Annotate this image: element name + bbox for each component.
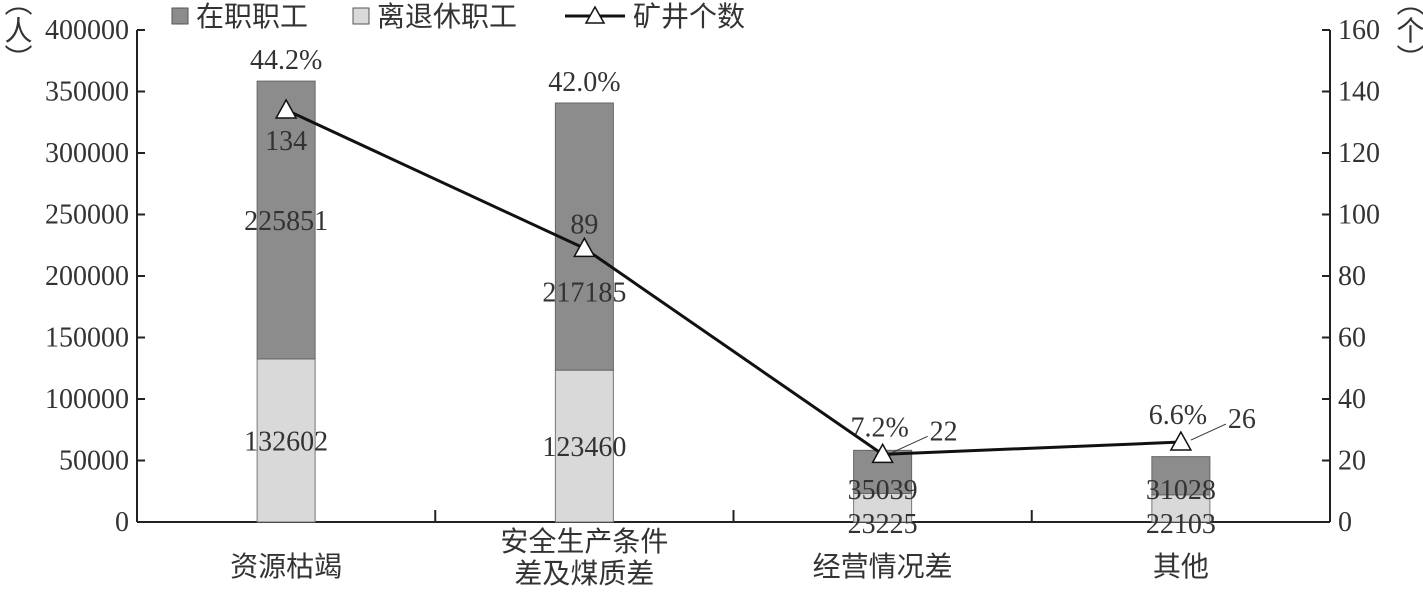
line-value-label: 134 — [265, 126, 307, 157]
left-tick-label: 400000 — [45, 15, 129, 46]
bar-retired — [1151, 494, 1211, 523]
left-tick-label: 150000 — [45, 323, 129, 354]
right-tick-label: 0 — [1338, 507, 1352, 538]
category-label: 经营情况差 — [813, 551, 953, 583]
bar-label-employed: 31028 — [1146, 475, 1216, 506]
left-tick-label: 0 — [115, 507, 129, 538]
leader-line — [892, 435, 928, 453]
bar-label-employed: 35039 — [848, 475, 918, 506]
bar-employed — [1151, 456, 1211, 496]
line-marker — [871, 442, 894, 464]
bar-label-retired: 23225 — [848, 509, 918, 540]
right-tick-label: 160 — [1338, 15, 1380, 46]
bar-employed — [256, 80, 316, 360]
right-tick-label: 120 — [1338, 138, 1380, 169]
left-tick-label: 300000 — [45, 138, 129, 169]
bar-retired — [256, 358, 316, 523]
bar-label-retired: 22103 — [1146, 509, 1216, 540]
category-label: 差及煤质差 — [514, 558, 654, 590]
left-tick-label: 100000 — [45, 384, 129, 415]
legend-swatch-employed — [171, 7, 189, 25]
right-tick-label: 20 — [1338, 446, 1366, 477]
legend-marker-triangle-icon — [584, 5, 606, 24]
category-label: 其他 — [1153, 551, 1209, 583]
line-mine-count — [285, 108, 1181, 456]
line-value-label: 26 — [1228, 404, 1256, 435]
right-tick-label: 100 — [1338, 200, 1380, 231]
right-tick-label: 40 — [1338, 384, 1366, 415]
leader-line — [1190, 423, 1227, 441]
category-label: 安全生产条件 — [500, 526, 668, 558]
line-marker — [274, 98, 298, 119]
line-marker — [1169, 430, 1193, 451]
legend-label-retired: 离退休职工 — [377, 1, 517, 33]
bar-employed — [554, 102, 614, 371]
left-tick-label: 200000 — [45, 261, 129, 292]
legend-swatch-retired — [352, 7, 370, 25]
category-label: 资源枯竭 — [230, 551, 342, 583]
percent-label: 6.6% — [1149, 400, 1207, 431]
line-marker — [573, 236, 596, 258]
line-value-label: 22 — [930, 416, 958, 447]
percent-label: 44.2% — [250, 45, 322, 76]
left-tick-label: 250000 — [45, 200, 129, 231]
right-axis-title: （个） — [1393, 0, 1423, 72]
legend-label-employed: 在职职工 — [196, 1, 308, 33]
legend-label-mine-count: 矿井个数 — [633, 1, 745, 33]
right-tick-label: 60 — [1338, 323, 1366, 354]
right-tick-label: 80 — [1338, 261, 1366, 292]
percent-label: 42.0% — [548, 67, 620, 98]
bar-label-employed: 225851 — [244, 206, 328, 237]
left-tick-label: 50000 — [59, 446, 129, 477]
left-tick-label: 350000 — [45, 77, 129, 108]
bar-label-employed: 217185 — [542, 277, 626, 308]
bar-label-retired: 123460 — [542, 432, 626, 463]
left-axis-title: （人） — [1, 0, 33, 72]
bar-label-retired: 132602 — [244, 426, 328, 457]
line-value-label: 89 — [570, 209, 598, 240]
right-tick-label: 140 — [1338, 77, 1380, 108]
